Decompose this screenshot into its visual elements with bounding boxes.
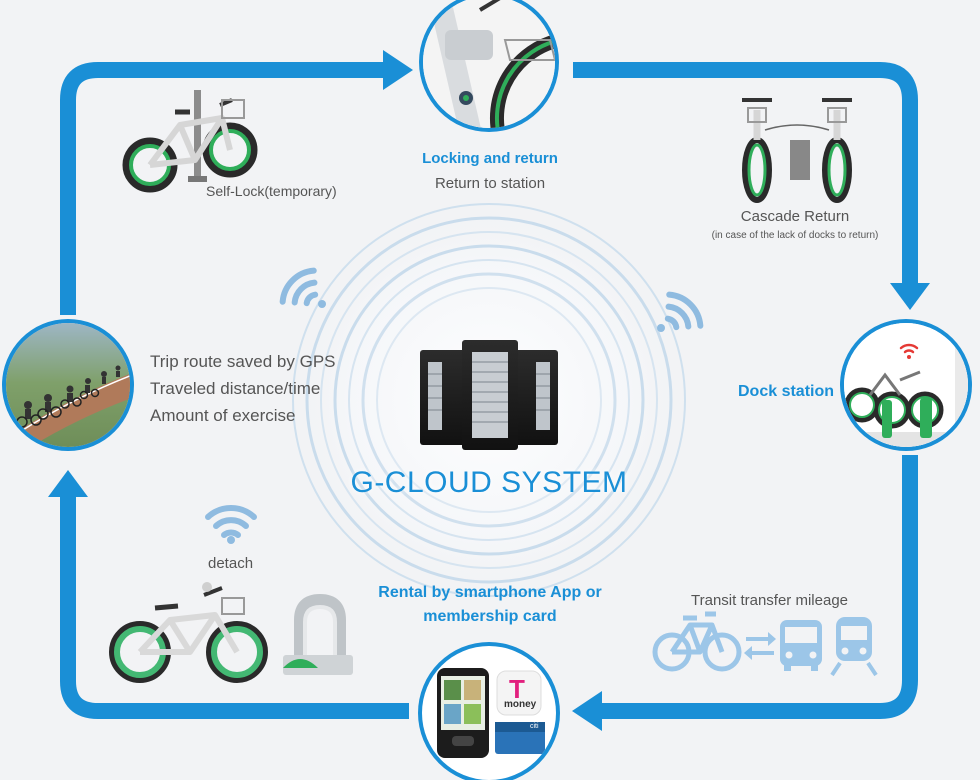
wifi-icon <box>205 505 257 538</box>
dock-station-label: Dock station <box>738 383 835 400</box>
cascade-return-label: Cascade Return <box>740 208 850 225</box>
tmoney-logo-text: money <box>504 699 537 710</box>
bicycle-icon <box>652 611 742 672</box>
locking-return-label: Locking and return <box>422 150 558 167</box>
traveled-label: Traveled distance/time <box>150 379 321 398</box>
locking-photo <box>419 0 559 132</box>
self-lock-label: Self-Lock(temporary) <box>206 183 337 199</box>
self-lock-bike <box>122 90 258 193</box>
detach-bike <box>109 582 268 683</box>
train-icon <box>830 617 878 677</box>
system-name: G-CLOUD SYSTEM <box>350 466 628 499</box>
wifi-icon <box>279 267 319 307</box>
wifi-icon <box>899 343 919 354</box>
flow-arrow-top-left <box>60 62 388 315</box>
citi-card-text: citi <box>530 723 539 730</box>
dock-stand <box>283 593 353 675</box>
rental-photo <box>418 642 560 780</box>
tmoney-logo-letter: T <box>509 674 525 704</box>
arrowhead-up <box>48 470 88 497</box>
trip-route-label: Trip route saved by GPS <box>150 352 336 371</box>
flow-arrow-bottom-right <box>598 455 918 719</box>
arrow-heads <box>48 50 930 731</box>
exercise-label: Amount of exercise <box>150 406 296 425</box>
detach-label: detach <box>208 555 254 572</box>
cascade-bikes <box>742 98 852 203</box>
smartphone-icon <box>437 668 489 758</box>
rental-label-line2: membership card <box>423 608 557 625</box>
flow-arrows <box>60 62 918 719</box>
rental-label-line1: Rental by smartphone App or <box>378 584 602 601</box>
flow-arrow-top-right <box>573 62 918 285</box>
cascade-note-label: (in case of the lack of docks to return) <box>711 230 879 241</box>
trip-photo <box>2 319 134 451</box>
server-rack-icon <box>420 340 558 450</box>
dock-photo <box>840 319 972 451</box>
flow-arrow-bottom-left <box>60 495 409 719</box>
wifi-icon <box>664 291 704 331</box>
arrowhead-left <box>572 691 602 731</box>
bus-icon <box>780 620 822 671</box>
transit-mileage-label: Transit transfer mileage <box>691 592 849 609</box>
arrowhead-right <box>383 50 413 90</box>
return-to-station-label: Return to station <box>434 175 546 192</box>
arrowhead-down <box>890 283 930 310</box>
exchange-arrows-icon <box>744 632 776 660</box>
